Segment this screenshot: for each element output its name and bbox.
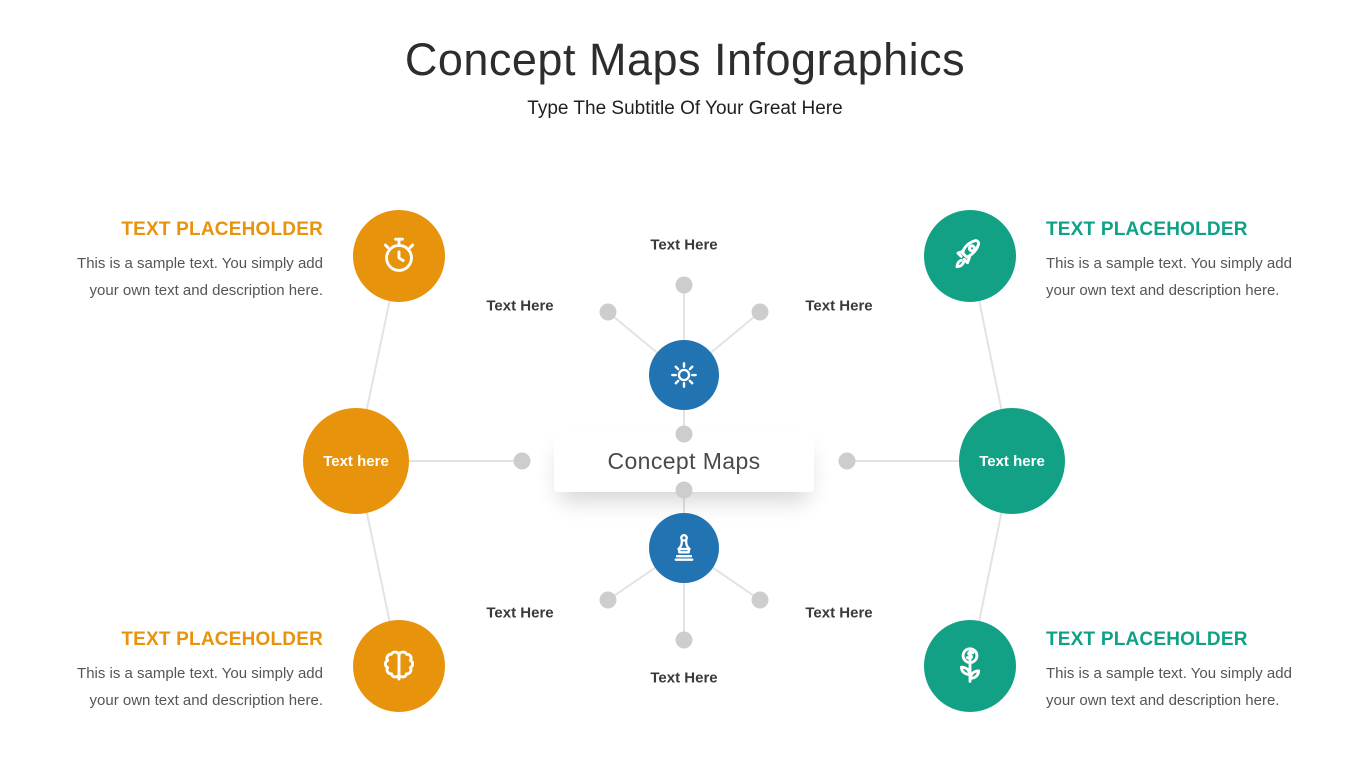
text-card-heading: TEXT PLACEHOLDER [1046, 629, 1248, 650]
gear-icon [671, 362, 697, 388]
rocket-icon [955, 239, 981, 269]
text-card-body: This is a sample text. You simply add yo… [77, 255, 323, 299]
spoke-label-bottom-left: Text Here [486, 604, 554, 622]
spoke-label-top-left: Text Here [486, 297, 554, 315]
left-hub-label: Text here [323, 452, 389, 470]
text-card-body: This is a sample text. You simply add yo… [1046, 255, 1292, 299]
header: Concept Maps Infographics Type The Subti… [0, 34, 1370, 120]
stopwatch-node [353, 210, 445, 302]
text-card-top-right: TEXT PLACEHOLDER This is a sample text. … [1046, 219, 1311, 304]
chess-piece-icon [674, 533, 694, 561]
money-plant-node [924, 620, 1016, 712]
connector-dot [751, 303, 769, 321]
connector-dot [675, 481, 693, 499]
text-card-bottom-right: TEXT PLACEHOLDER This is a sample text. … [1046, 629, 1311, 714]
money-plant-icon [959, 647, 981, 683]
text-card-top-left: TEXT PLACEHOLDER This is a sample text. … [58, 219, 323, 304]
connector-dot [599, 591, 617, 609]
text-card-body: This is a sample text. You simply add yo… [77, 665, 323, 709]
text-card-body: This is a sample text. You simply add yo… [1046, 665, 1292, 709]
connector-dot [675, 631, 693, 649]
text-card-bottom-left: TEXT PLACEHOLDER This is a sample text. … [58, 629, 323, 714]
spoke-label-bottom-right: Text Here [805, 604, 873, 622]
stopwatch-icon [383, 237, 415, 272]
connector-dot [751, 591, 769, 609]
connector-dot [599, 303, 617, 321]
page-title: Concept Maps Infographics [404, 34, 966, 85]
chess-node [649, 513, 719, 583]
connector-dot [838, 452, 856, 470]
spoke-label-bottom: Text Here [650, 669, 718, 687]
right-hub-label: Text here [979, 452, 1045, 470]
center-label: Concept Maps [607, 447, 761, 474]
brain-node [353, 620, 445, 712]
connector-dot [513, 452, 531, 470]
connector-dot [675, 276, 693, 294]
text-card-heading: TEXT PLACEHOLDER [121, 219, 323, 240]
rocket-node [924, 210, 1016, 302]
brain-icon [383, 650, 415, 681]
page-subtitle: Type The Subtitle Of Your Great Here [527, 98, 843, 119]
gear-node [649, 340, 719, 410]
spoke-label-top-right: Text Here [805, 297, 873, 315]
spoke-label-top: Text Here [650, 236, 718, 254]
right-hub-node: Text here [959, 408, 1065, 514]
left-hub-node: Text here [303, 408, 409, 514]
text-card-heading: TEXT PLACEHOLDER [1046, 219, 1248, 240]
text-card-heading: TEXT PLACEHOLDER [121, 629, 323, 650]
connector-dot [675, 425, 693, 443]
